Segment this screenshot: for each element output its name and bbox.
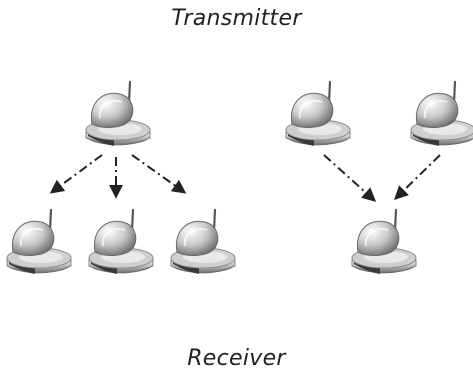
group-many-to-one	[284, 80, 473, 276]
arrow	[323, 154, 377, 202]
arrow	[49, 154, 103, 194]
arrow	[393, 154, 441, 200]
receiver-device	[5, 208, 73, 276]
receiver-device	[87, 208, 155, 276]
transmitter-device	[84, 80, 152, 148]
receiver-device	[169, 208, 237, 276]
group-one-to-many	[5, 80, 237, 276]
transmitter-label: Transmitter	[171, 6, 302, 31]
transmitter-device	[284, 80, 352, 148]
arrow	[131, 154, 187, 194]
transmitter-device	[409, 80, 473, 148]
receiver-device	[350, 208, 418, 276]
receiver-label: Receiver	[187, 346, 286, 371]
